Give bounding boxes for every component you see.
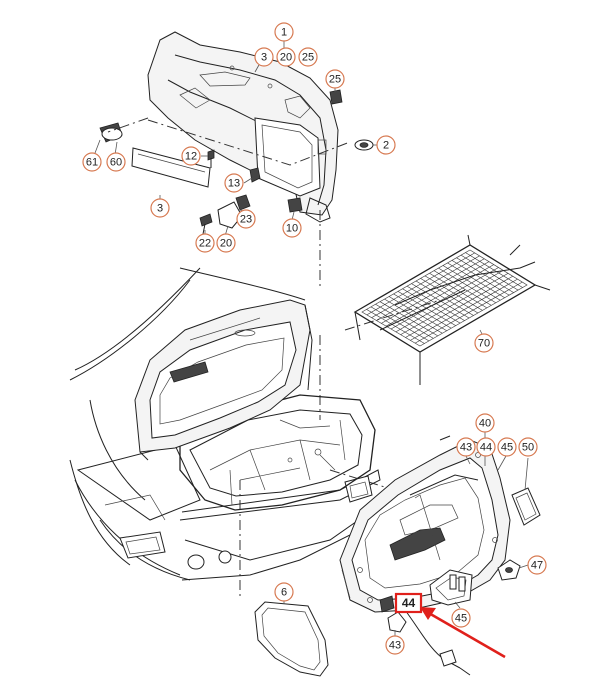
callout-number: 3 xyxy=(157,203,163,215)
callout-circle[interactable] xyxy=(150,198,170,218)
callout-50[interactable]: 50 xyxy=(518,437,538,457)
callout-number: 10 xyxy=(286,223,298,235)
highlight-label: 44 xyxy=(402,596,416,610)
callout-number: 43 xyxy=(460,442,472,454)
callout-circle[interactable] xyxy=(475,413,495,433)
callout-43[interactable]: 43 xyxy=(385,635,405,655)
highlight-box[interactable] xyxy=(394,592,423,614)
callout-23[interactable]: 23 xyxy=(236,209,256,229)
callout-circle[interactable] xyxy=(527,555,547,575)
callout-number: 2 xyxy=(383,140,389,152)
callout-61[interactable]: 61 xyxy=(82,152,102,172)
callout-number: 44 xyxy=(480,442,492,454)
callout-25[interactable]: 25 xyxy=(298,47,318,67)
callout-number: 40 xyxy=(479,418,491,430)
callout-13[interactable]: 13 xyxy=(224,173,244,193)
callout-47[interactable]: 47 xyxy=(527,555,547,575)
callout-circle[interactable] xyxy=(82,152,102,172)
callout-number: 25 xyxy=(329,74,341,86)
callout-circle[interactable] xyxy=(106,152,126,172)
callout-45[interactable]: 45 xyxy=(451,608,471,628)
trunk-side-trim-panel xyxy=(147,31,339,223)
callout-number: 61 xyxy=(86,157,98,169)
callout-44[interactable]: 44 xyxy=(476,437,496,457)
callout-number: 25 xyxy=(302,52,314,64)
callout-circle[interactable] xyxy=(325,69,345,89)
callout-circle[interactable] xyxy=(236,209,256,229)
callout-number: 60 xyxy=(110,157,122,169)
callout-circle[interactable] xyxy=(216,233,236,253)
callout-12[interactable]: 12 xyxy=(181,146,201,166)
callout-3[interactable]: 3 xyxy=(254,47,274,67)
callout-number: 1 xyxy=(281,27,287,39)
callout-circle[interactable] xyxy=(274,22,294,42)
callout-circle[interactable] xyxy=(476,437,496,457)
callout-40[interactable]: 40 xyxy=(475,413,495,433)
highlighted-part-callout[interactable]: 44 xyxy=(394,592,423,614)
callout-70[interactable]: 70 xyxy=(474,333,494,353)
callout-circle[interactable] xyxy=(497,437,517,457)
callout-circle[interactable] xyxy=(518,437,538,457)
callout-circle[interactable] xyxy=(274,582,294,602)
callout-number: 6 xyxy=(281,587,287,599)
trunk-lid-trim-assembly xyxy=(339,432,541,676)
callout-circle[interactable] xyxy=(181,146,201,166)
callout-6[interactable]: 6 xyxy=(274,582,294,602)
callout-45[interactable]: 45 xyxy=(497,437,517,457)
callout-circle[interactable] xyxy=(298,47,318,67)
callout-2[interactable]: 2 xyxy=(376,135,396,155)
callout-circle[interactable] xyxy=(451,608,471,628)
callout-number: 3 xyxy=(261,52,267,64)
callout-number: 43 xyxy=(389,640,401,652)
callout-number: 70 xyxy=(478,338,490,350)
callout-20[interactable]: 20 xyxy=(216,233,236,253)
callout-25[interactable]: 25 xyxy=(325,69,345,89)
callout-circle[interactable] xyxy=(376,135,396,155)
callout-circle[interactable] xyxy=(385,635,405,655)
callout-number: 13 xyxy=(228,178,240,190)
callout-number: 50 xyxy=(522,442,534,454)
callout-circle[interactable] xyxy=(276,47,296,67)
callout-number: 12 xyxy=(185,151,197,163)
callout-3[interactable]: 3 xyxy=(150,198,170,218)
callout-number: 45 xyxy=(501,442,513,454)
callout-circle[interactable] xyxy=(254,47,274,67)
callout-circle[interactable] xyxy=(474,333,494,353)
car-rear-body xyxy=(69,267,381,581)
callout-circle[interactable] xyxy=(195,233,215,253)
callout-20[interactable]: 20 xyxy=(276,47,296,67)
trunk-side-cover xyxy=(254,600,329,677)
callout-circle[interactable] xyxy=(224,173,244,193)
callout-number: 20 xyxy=(280,52,292,64)
callout-60[interactable]: 60 xyxy=(106,152,126,172)
callout-number: 47 xyxy=(531,560,543,572)
callout-43[interactable]: 43 xyxy=(456,437,476,457)
callout-number: 45 xyxy=(455,613,467,625)
assembly-lines xyxy=(107,117,441,600)
callout-10[interactable]: 10 xyxy=(282,218,302,238)
callout-circle[interactable] xyxy=(456,437,476,457)
highlight-arrow xyxy=(420,607,506,659)
callout-22[interactable]: 22 xyxy=(195,233,215,253)
callout-circle[interactable] xyxy=(282,218,302,238)
callout-1[interactable]: 1 xyxy=(274,22,294,42)
callout-number: 23 xyxy=(240,214,252,226)
luggage-net xyxy=(353,234,551,385)
callout-number: 22 xyxy=(199,238,211,250)
callout-number: 20 xyxy=(220,238,232,250)
